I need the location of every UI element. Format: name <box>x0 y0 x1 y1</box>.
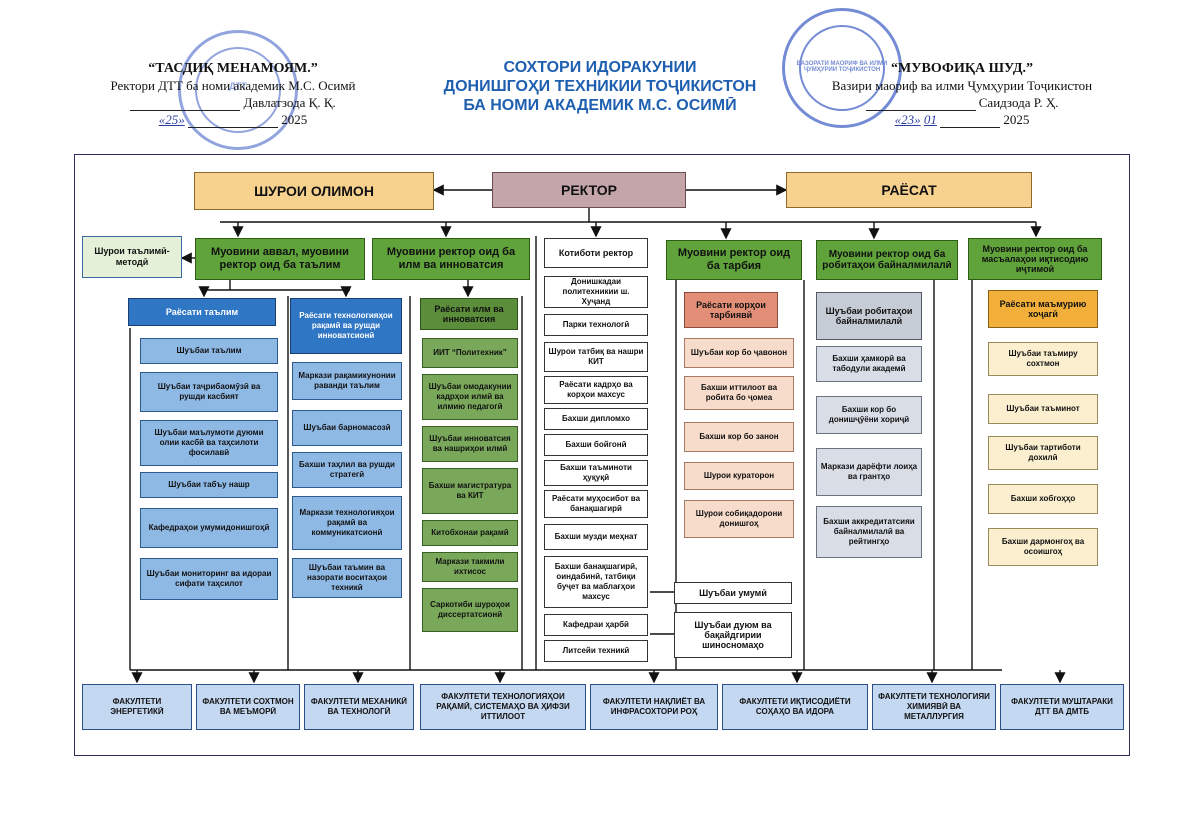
page-title: СОХТОРИ ИДОРАКУНИИ ДОНИШГОҲИ ТЕХНИКИИ ТО… <box>420 58 780 115</box>
intl-item: Бахши аккредитатсияи байналмилалӣ ва рей… <box>816 506 922 558</box>
intl-item: Бахши ҳамкорӣ ва табодули академӣ <box>816 346 922 382</box>
academic-council-box: ШУРОИ ОЛИМОН <box>194 172 434 210</box>
science-head: Раёсати илм ва инноватсия <box>420 298 518 330</box>
rector-item: Бахши бойгонӣ <box>544 434 648 456</box>
approval-block: “ТАСДИҚ МЕНАМОЯМ.” Ректори ДТТ ба номи а… <box>88 60 378 128</box>
vice-rector-science: Муовини ректор оид ба илм ва инноватсия <box>372 238 530 280</box>
faculty-box: ФАКУЛТЕТИ ТЕХНОЛОГИЯИ ХИМИЯВӢ ВА МЕТАЛЛУ… <box>872 684 996 730</box>
vice-rector-international: Муовини ректор оид ба робитаҳои байналми… <box>816 240 958 280</box>
econ-item: Бахши дармонгоҳ ва осоишгоҳ <box>988 528 1098 566</box>
upbringing-head: Раёсати корҳои тарбиявӣ <box>684 292 778 328</box>
edu-item: Шуъбаи маълумоти дуюми олии касбӣ ва таҳ… <box>140 420 278 466</box>
title-line-1: СОХТОРИ ИДОРАКУНИИ <box>503 59 697 76</box>
agreement-block: “МУВОФИҚА ШУД.” Вазири маориф ва илми Ҷу… <box>812 60 1112 128</box>
rector-box: РЕКТОР <box>492 172 686 208</box>
rector-item: Парки технологӣ <box>544 314 648 336</box>
science-item: ИИТ “Политехник” <box>422 338 518 368</box>
science-item: Бахши магистратура ва КИТ <box>422 468 518 514</box>
rector-item: Литсейи техникӣ <box>544 640 648 662</box>
science-item: Шуъбаи омодакунии кадрҳои илмӣ ва илмию … <box>422 374 518 420</box>
econ-item: Бахши хобгоҳҳо <box>988 484 1098 514</box>
seal-left: ДТТ <box>178 30 298 150</box>
agreement-year: 2025 <box>1003 112 1030 127</box>
intl-item: Бахши кор бо донишҷӯёни хориҷӣ <box>816 396 922 434</box>
rector-item: Донишкадаи политехникии ш. Хуҷанд <box>544 276 648 308</box>
faculty-box: ФАКУЛТЕТИ НАҚЛИЁТ ВА ИНФРАСОХТОРИ РОҲ <box>590 684 718 730</box>
rector-item: Раёсати кадрҳо ва корҳои махсус <box>544 376 648 404</box>
agreement-position: Вазири маориф ва илми Ҷумҳурии Тоҷикисто… <box>831 78 1093 93</box>
agreement-signer: Саидзода Р. Ҳ. <box>978 95 1059 110</box>
upbringing-item: Бахши иттилоот ва робита бо ҷомеа <box>684 376 794 410</box>
science-item: Китобхонаи рақамӣ <box>422 520 518 546</box>
directorate-box: РАЁСАТ <box>786 172 1032 208</box>
faculty-box: ФАКУЛТЕТИ ИҚТИСОДИЁТИ СОҲАҲО ВА ИДОРА <box>722 684 868 730</box>
approval-position: Ректори ДТТ ба номи академик М.С. Осимӣ <box>110 78 356 93</box>
faculty-box: ФАКУЛТЕТИ СОХТМОН ВА МЕЪМОРӢ <box>196 684 300 730</box>
edu-item: Кафедраҳои умумидонишгоҳӣ <box>140 508 278 548</box>
rector-item: Раёсати муҳосибот ва банақшагирӣ <box>544 490 648 518</box>
vice-rector-economic: Муовини ректор оид ба масъалаҳои иқтисод… <box>968 238 1102 280</box>
upbringing-item: Шурои кураторон <box>684 462 794 490</box>
agreement-title: “МУВОФИҚА ШУД.” <box>891 61 1033 76</box>
approval-signer: Давлатзода Қ. Қ. <box>243 95 336 110</box>
faculty-box: ФАКУЛТЕТИ МУШТАРАКИ ДТТ ВА ДМТБ <box>1000 684 1124 730</box>
edu-item: Шуъбаи табъу нашр <box>140 472 278 498</box>
digital-item: Бахши таҳлил ва рушди стратегӣ <box>292 452 402 488</box>
rector-item: Котиботи ректор <box>544 238 648 268</box>
faculty-box: ФАКУЛТЕТИ МЕХАНИКӢ ВА ТЕХНОЛОГӢ <box>304 684 414 730</box>
faculty-box: ФАКУЛТЕТИ ЭНЕРГЕТИКӢ <box>82 684 192 730</box>
rector-item: Кафедраи ҳарбӣ <box>544 614 648 636</box>
edu-item: Шуъбаи таълим <box>140 338 278 364</box>
science-item: Шуъбаи инноватсия ва нашриҳои илмӣ <box>422 426 518 462</box>
edu-head: Раёсати таълим <box>128 298 276 326</box>
rector-item: Бахши музди меҳнат <box>544 524 648 550</box>
rector-item: Бахши таъминоти ҳуқуқӣ <box>544 460 648 486</box>
econ-head: Раёсати маъмурию хоҷагӣ <box>988 290 1098 328</box>
digital-item: Шуъбаи таъмин ва назорати воситаҳои техн… <box>292 558 402 598</box>
title-line-2: ДОНИШГОҲИ ТЕХНИКИИ ТОҶИКИСТОН <box>443 78 757 95</box>
econ-item: Шуъбаи таъмиру сохтмон <box>988 342 1098 376</box>
science-item: Маркази такмили ихтисос <box>422 552 518 582</box>
agreement-month: 01 <box>923 112 937 127</box>
title-line-3: БА НОМИ АКАДЕМИК М.С. ОСИМӢ <box>463 97 737 114</box>
upbringing-item: Шуъбаи кор бо ҷавонон <box>684 338 794 368</box>
intl-head: Шуъбаи робитаҳои байналмилалӣ <box>816 292 922 340</box>
method-council-box: Шурои таълимӣ-методӣ <box>82 236 182 278</box>
upbringing-item: Шурои собиқадорони донишгоҳ <box>684 500 794 538</box>
vice-rector-education: Муовини аввал, муовини ректор оид ба таъ… <box>195 238 365 280</box>
rector-item: Шурои татбиқ ва нашри КИТ <box>544 342 648 372</box>
approval-day: «25» <box>158 112 185 127</box>
approval-year: 2025 <box>281 112 308 127</box>
approval-title: “ТАСДИҚ МЕНАМОЯМ.” <box>148 61 318 76</box>
econ-item: Шуъбаи таъминот <box>988 394 1098 424</box>
rector-item: Бахши банақшагирӣ, оиндабинӣ, татбиқи бу… <box>544 556 648 608</box>
rector-item: Бахши дипломхо <box>544 408 648 430</box>
vice-rector-upbringing: Муовини ректор оид ба тарбия <box>666 240 802 280</box>
edu-item: Шуъбаи мониторинг ва идораи сифати таҳси… <box>140 558 278 600</box>
digital-item: Шуъбаи барномасозӣ <box>292 410 402 446</box>
digital-head: Раёсати технологияҳои рақамӣ ва рушди ин… <box>290 298 402 354</box>
econ-item: Шуъбаи тартиботи дохилӣ <box>988 436 1098 470</box>
rector-side-item: Шуъбаи умумӣ <box>674 582 792 604</box>
faculty-box: ФАКУЛТЕТИ ТЕХНОЛОГИЯҲОИ РАҚАМӢ, СИСТЕМАҲ… <box>420 684 586 730</box>
rector-side-item: Шуъбаи дуюм ва бақайдгирии шиносномаҳо <box>674 612 792 658</box>
upbringing-item: Бахши кор бо занон <box>684 422 794 452</box>
agreement-day: «23» <box>894 112 921 127</box>
org-chart-frame <box>74 154 1130 756</box>
seal-right: ВАЗОРАТИ МАОРИФ ВА ИЛМИ ҶУМҲУРИИ ТОҶИКИС… <box>782 8 902 128</box>
intl-item: Маркази дарёфти лоиҳа ва грантҳо <box>816 448 922 496</box>
digital-item: Маркази рақамикунонии раванди таълим <box>292 362 402 400</box>
edu-item: Шуъбаи таҷрибаомӯзӣ ва рушди касбият <box>140 372 278 412</box>
science-item: Саркотиби шуроҳои диссертатсионӣ <box>422 588 518 632</box>
digital-item: Маркази технологияҳои рақамӣ ва коммуник… <box>292 496 402 550</box>
